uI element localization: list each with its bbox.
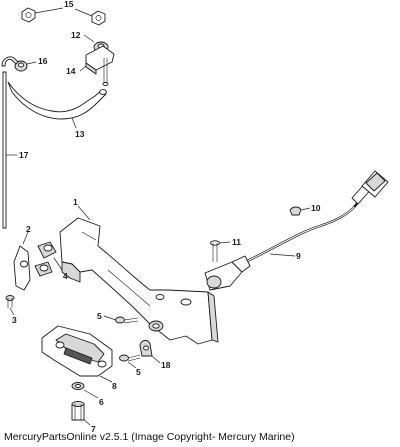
callout-17: 17: [19, 150, 29, 160]
part-6-washer[interactable]: [71, 382, 99, 399]
callout-10: 10: [311, 203, 321, 213]
callout-7: 7: [91, 424, 96, 434]
part-10-clip[interactable]: [289, 206, 311, 216]
callout-14: 14: [66, 66, 76, 76]
callout-16: 16: [38, 56, 48, 66]
part-16-grommet[interactable]: [14, 60, 37, 72]
callout-12: 12: [71, 30, 81, 40]
part-4-bushings[interactable]: [34, 241, 63, 277]
part-8-cable-guide[interactable]: [41, 325, 113, 383]
callout-2: 2: [26, 224, 31, 234]
callout-9: 9: [296, 251, 301, 261]
part-14-bracket[interactable]: [79, 45, 115, 86]
part-17-shift-rod[interactable]: [1, 56, 19, 229]
part-7-bolt[interactable]: [71, 401, 91, 426]
part-15-nuts[interactable]: [21, 7, 106, 26]
callout-5-lower: 5: [136, 367, 141, 377]
callout-4: 4: [63, 271, 68, 281]
callout-18: 18: [161, 360, 171, 370]
part-2-lever[interactable]: [13, 231, 31, 291]
callout-6: 6: [99, 397, 104, 407]
part-5-screw-upper[interactable]: [103, 315, 139, 324]
part-18-clamp[interactable]: [139, 339, 161, 364]
callout-11: 11: [232, 237, 241, 247]
callout-5-upper: 5: [97, 311, 102, 321]
copyright-footer: MercuryPartsOnline v2.5.1 (Image Copyrig…: [4, 431, 295, 443]
part-13-linkage-arm[interactable]: [7, 81, 107, 129]
callout-1: 1: [73, 197, 78, 207]
part-3-screw[interactable]: [5, 295, 15, 316]
part-5-screw-lower[interactable]: [119, 354, 141, 369]
part-9-neutral-switch-harness[interactable]: [204, 170, 389, 291]
part-11-screw[interactable]: [210, 240, 231, 262]
callout-3: 3: [12, 315, 17, 325]
part-1-main-bracket[interactable]: [59, 205, 219, 345]
callout-15: 15: [64, 0, 74, 9]
callout-13: 13: [75, 129, 85, 139]
callout-8: 8: [112, 381, 117, 391]
